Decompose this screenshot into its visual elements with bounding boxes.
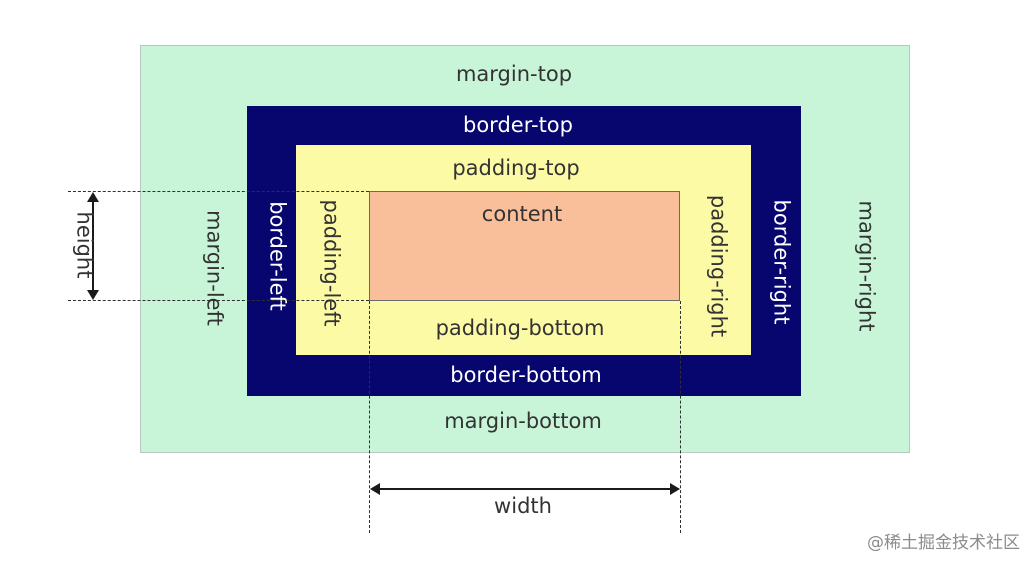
width-arrow-left-icon — [370, 483, 380, 495]
watermark: @稀土掘金技术社区 — [867, 533, 1020, 553]
border-top-label: border-top — [463, 113, 573, 137]
width-arrow-line — [378, 488, 672, 490]
width-guide-left — [369, 301, 370, 533]
margin-bottom-label: margin-bottom — [444, 409, 602, 433]
height-arrow-down-icon — [87, 290, 99, 300]
height-arrow-up-icon — [87, 192, 99, 202]
height-arrow-line — [92, 200, 94, 292]
margin-right-label: margin-right — [854, 200, 879, 332]
padding-left-label: padding-left — [319, 199, 344, 327]
padding-right-label: padding-right — [706, 194, 731, 338]
border-left-label: border-left — [265, 201, 290, 311]
margin-top-label: margin-top — [455, 62, 573, 86]
width-guide-right — [680, 301, 681, 533]
content-area — [369, 191, 680, 301]
height-guide-top — [68, 191, 369, 192]
width-label: width — [494, 494, 552, 518]
padding-bottom-label: padding-bottom — [435, 316, 605, 340]
border-bottom-label: border-bottom — [450, 363, 602, 387]
height-guide-bottom — [68, 300, 369, 301]
width-arrow-right-icon — [670, 483, 680, 495]
padding-top-label: padding-top — [452, 156, 580, 180]
height-label: height — [72, 211, 97, 279]
margin-left-label: margin-left — [202, 210, 227, 326]
border-right-label: border-right — [769, 199, 794, 325]
content-label: content — [481, 202, 563, 226]
